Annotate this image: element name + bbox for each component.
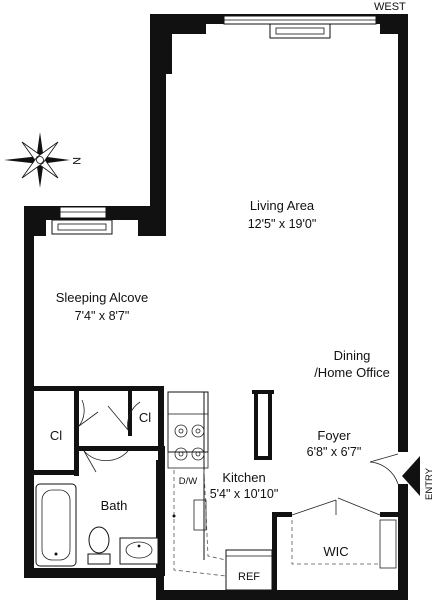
compass-rose-icon — [4, 132, 70, 188]
kitchen-dims: 5'4" x 10'10" — [210, 487, 279, 501]
sink — [119, 537, 159, 565]
kitchen-label: Kitchen — [222, 470, 265, 485]
dining-label: Dining — [334, 348, 371, 363]
living-area-dims: 12'5" x 19'0" — [248, 217, 317, 231]
home-office-label: /Home Office — [314, 365, 390, 380]
west-label: WEST — [374, 1, 406, 13]
bath-label: Bath — [101, 498, 128, 513]
exterior-walls — [24, 14, 408, 600]
closet-right-label: Cl — [139, 410, 151, 425]
kitchen-counter — [167, 391, 227, 577]
dishwasher-label: D/W — [179, 476, 198, 487]
toilet — [87, 526, 111, 565]
wic-label: WIC — [323, 544, 348, 559]
stove-burners — [174, 424, 205, 461]
wic-shelves — [291, 519, 397, 569]
foyer-dims: 6'8" x 6'7" — [307, 445, 362, 459]
refrigerator — [225, 549, 273, 591]
closet-left-label: Cl — [50, 428, 62, 443]
bathtub — [35, 483, 77, 567]
entry-label: ENTRY — [424, 467, 434, 500]
compass-label: N — [70, 157, 82, 165]
interior-walls — [30, 386, 402, 600]
refrigerator-label: REF — [238, 571, 260, 583]
foyer-label: Foyer — [317, 428, 351, 443]
living-area-label: Living Area — [250, 198, 315, 213]
sleeping-alcove-dims: 7'4" x 8'7" — [75, 309, 130, 323]
sleeping-alcove-label: Sleeping Alcove — [56, 290, 149, 305]
window-top — [223, 15, 377, 39]
doors — [78, 399, 399, 516]
window-alcove — [51, 206, 113, 235]
entry-arrow — [402, 456, 420, 496]
